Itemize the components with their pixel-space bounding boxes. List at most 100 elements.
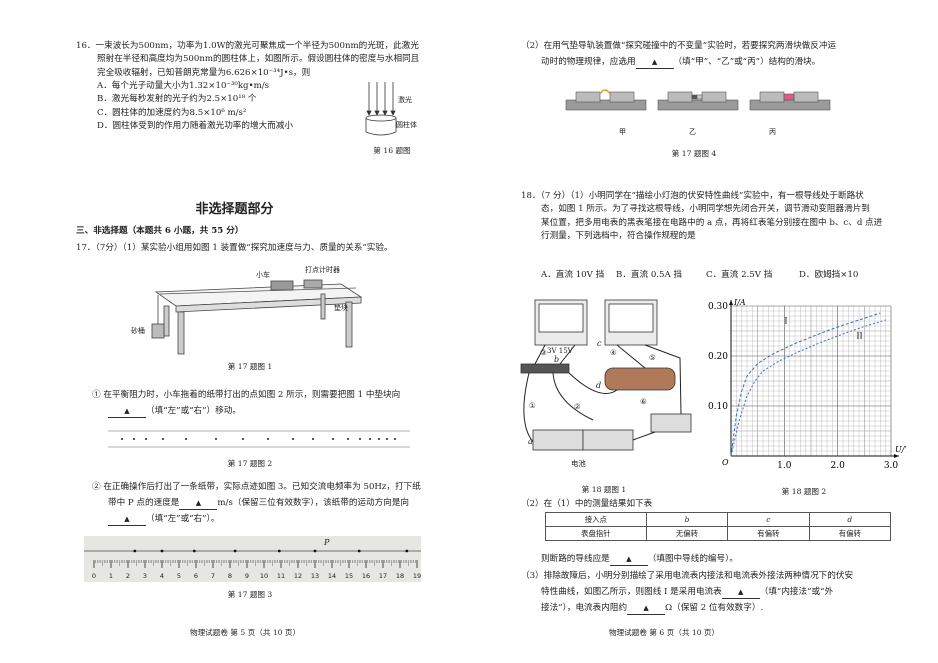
wire-label-6: ⑥	[640, 397, 647, 406]
section-subtitle: 三、非选择题（本题共 6 小题，共 55 分）	[76, 226, 244, 236]
q17-block-label: 垫块	[334, 304, 348, 312]
q17-part1-line2: ▲（填“左”或“右”）移动。	[108, 405, 241, 418]
y-tick-label: 0.20	[708, 352, 728, 362]
table-cell: 有偏转	[727, 526, 810, 541]
series-2-label: II	[856, 332, 862, 341]
series-1-label: I	[784, 317, 787, 326]
q18-option-c: C．直流 2.5V 挡	[706, 270, 773, 280]
point-c-label: c	[597, 339, 602, 348]
ruler-tick-label: 7	[211, 572, 215, 580]
ruler-tick-label: 3	[143, 572, 147, 580]
ruler-tick-label: 1	[109, 572, 113, 580]
q17-part2-blank-velocity[interactable]: ▲	[179, 498, 218, 510]
table-row: 接入点 b c d	[545, 512, 892, 527]
ruler-tick-label: 11	[277, 572, 285, 580]
q17-fig4-caption: 第 17 题图 4	[671, 149, 717, 158]
q18-part2-text-b: （填图中导线的编号）。	[647, 554, 738, 564]
wire-label-1: ①	[529, 401, 536, 410]
ruler-tick-label: 19	[413, 572, 421, 580]
q17-fig3-caption: 第 17 题图 3	[227, 590, 273, 599]
q18-part3-line3: 接法”），电流表内阻约▲Ω（保留 2 位有效数字）.	[541, 602, 763, 615]
table-cell: 表盘指针	[545, 526, 647, 541]
ruler-tick-label: 16	[362, 572, 370, 580]
q18-fig1-caption: 第 18 题图 1	[581, 485, 627, 494]
q18-part2-blank[interactable]: ▲	[609, 554, 648, 566]
ruler-tick-label: 12	[294, 572, 302, 580]
q18-part3-line2: 特性曲线，如图乙所示，则图线 I 是采用电流表▲（填“内接法”或“外	[541, 586, 833, 599]
q16-stem-line2: 照射在半径和高度均为500nm的圆柱体上，如图所示。假设圆柱体的密度与水相同且	[97, 54, 420, 65]
tape-dot	[357, 549, 361, 553]
q18-stem-line1: 18．（7 分）（1）小明同学在“描绘小灯泡的伏安特性曲线”实验中，有一根导线处…	[521, 191, 864, 201]
q17-part2-line1: ② 在正确操作后打出了一条纸带，实际点迹如图 3。已知交流电频率为 50Hz，打…	[92, 482, 421, 492]
table-cell: b	[645, 512, 729, 527]
q17-2-text-b: （填“甲”、“乙”或“丙”）结构的滑块。	[673, 57, 821, 67]
q18-voltmeter-range: 3V 15V	[547, 347, 573, 355]
y-tick-label: 0.30	[708, 302, 728, 312]
tape-dot	[313, 549, 317, 553]
q17-apparatus-figure	[151, 279, 363, 355]
question-16: 16．一束波长为500nm，功率为1.0W的激光可聚焦成一个半径为500nm的光…	[76, 40, 420, 133]
ruler-body	[84, 536, 421, 582]
q17-part1-blank[interactable]: ▲	[108, 406, 146, 418]
ruler-tick-label: 17	[379, 572, 387, 580]
tape-dot	[160, 549, 164, 553]
q17-part2-line2: 带中 P 点的速度是▲m/s（保留三位有效数字），该纸带的运动方向是向	[108, 497, 409, 510]
x-tick-label: 3.0	[884, 461, 899, 471]
wire-label-3: ③	[540, 348, 547, 357]
right-page: （2）在用气垫导轨装置做“探究碰撞中的不变量”实验时，若要探究两滑块做反冲运 动…	[469, 0, 938, 663]
glider-label-jia: 甲	[619, 128, 626, 136]
glider-label-bing: 丙	[769, 128, 776, 136]
q16-option-c: C．圆柱体的加速度约为8.5×10⁶ m/s²	[97, 107, 247, 118]
q18-part2-line: （2）在（1）中的测量结果如下表	[521, 499, 653, 509]
q16-option-b: B．激光每秒发射的光子约为2.5×10¹⁸ 个	[97, 94, 257, 105]
q18-part2-answer: 则断路的导线应是▲（填图中导线的编号）。	[541, 553, 738, 566]
q17-part2-blank-direction[interactable]: ▲	[108, 514, 146, 526]
y-axis-label: I/A	[733, 298, 746, 307]
section-title: 非选择题部分	[195, 202, 274, 217]
q17-2-blank[interactable]: ▲	[635, 57, 674, 69]
ruler-tick-label: 5	[177, 572, 181, 580]
ruler-tick-label: 8	[228, 572, 232, 580]
q16-option-a: A．每个光子动量大小为1.32×10⁻³⁰kg•m/s	[97, 80, 270, 91]
ruler-tick-label: 4	[160, 572, 164, 580]
q18-part3-text-c: 接法”），电流表内阻约	[541, 603, 628, 613]
q18-stem-line2: 态，如图 1 所示。为了寻找这根导线，小明同学想先闭合开关，调节滑动变阻器滑片到	[541, 204, 870, 215]
point-a-label: a	[528, 437, 533, 446]
q17-sandbucket-label: 砂桶	[131, 327, 145, 335]
q17-part1-hint: （填“左”或“右”）移动。	[146, 406, 241, 416]
q16-figure-caption: 第 16 题图	[373, 146, 411, 155]
q17-fig1-caption: 第 17 题图 1	[227, 362, 273, 371]
q17-part2-text-b: m/s（保留三位有效数字），该纸带的运动方向是向	[217, 498, 410, 508]
q18-part3-blank-resistance[interactable]: ▲	[627, 603, 666, 615]
q16-option-d: D．圆柱体受到的作用力随着激光功率的增大而减小	[97, 120, 293, 131]
table-cell: 有偏转	[808, 526, 892, 541]
series-1-line	[730, 312, 881, 457]
question-18: 18．（7 分）（1）小明同学在“描绘小灯泡的伏安特性曲线”实验中，有一根导线处…	[521, 190, 921, 243]
q16-laser-label: 激光	[398, 96, 412, 104]
q17-gliders-figure	[565, 89, 831, 111]
table-row: 表盘指针 无偏转 有偏转 有偏转	[545, 526, 892, 541]
left-footer: 物理试题卷 第 5 页（共 10 页）	[190, 628, 301, 637]
q18-part3-blank-method[interactable]: ▲	[721, 587, 760, 599]
q18-circuit-figure	[520, 299, 692, 451]
q18-option-d: D．欧姆挡×10	[799, 270, 859, 280]
q16-laser-figure	[365, 82, 397, 136]
q18-part3-line1: （3）排除故障后，小明分别描绘了采用电流表内接法和电流表外接法两种情况下的伏安	[521, 571, 854, 581]
q18-option-b: B．直流 0.5A 挡	[616, 270, 683, 280]
q18-stem-line4: 行测量，下列选档中，符合操作规程的是	[541, 230, 696, 241]
q18-fig2-caption: 第 18 题图 2	[781, 487, 827, 496]
x-tick-label: 1.0	[777, 461, 792, 471]
q16-stem-line1: 16．一束波长为500nm，功率为1.0W的激光可聚焦成一个半径为500nm的光…	[76, 41, 419, 51]
q16-stem-line3: 完全吸收辐射，已知普朗克常量为6.626×10⁻³⁴J•s，则	[97, 67, 311, 78]
glider-label-yi: 乙	[689, 128, 696, 136]
left-page: 16．一束波长为500nm，功率为1.0W的激光可聚焦成一个半径为500nm的光…	[76, 40, 421, 637]
tape-dot	[233, 549, 237, 553]
ruler-tick-label: 2	[126, 572, 130, 580]
table-cell: d	[808, 512, 892, 527]
q18-part3-text-d: Ω（保留 2 位有效数字）.	[665, 603, 764, 613]
table-cell: 接入点	[545, 512, 647, 527]
q17-fig2-caption: 第 17 题图 2	[227, 459, 273, 468]
right-footer: 物理试题卷 第 6 页（共 10 页）	[609, 628, 720, 637]
